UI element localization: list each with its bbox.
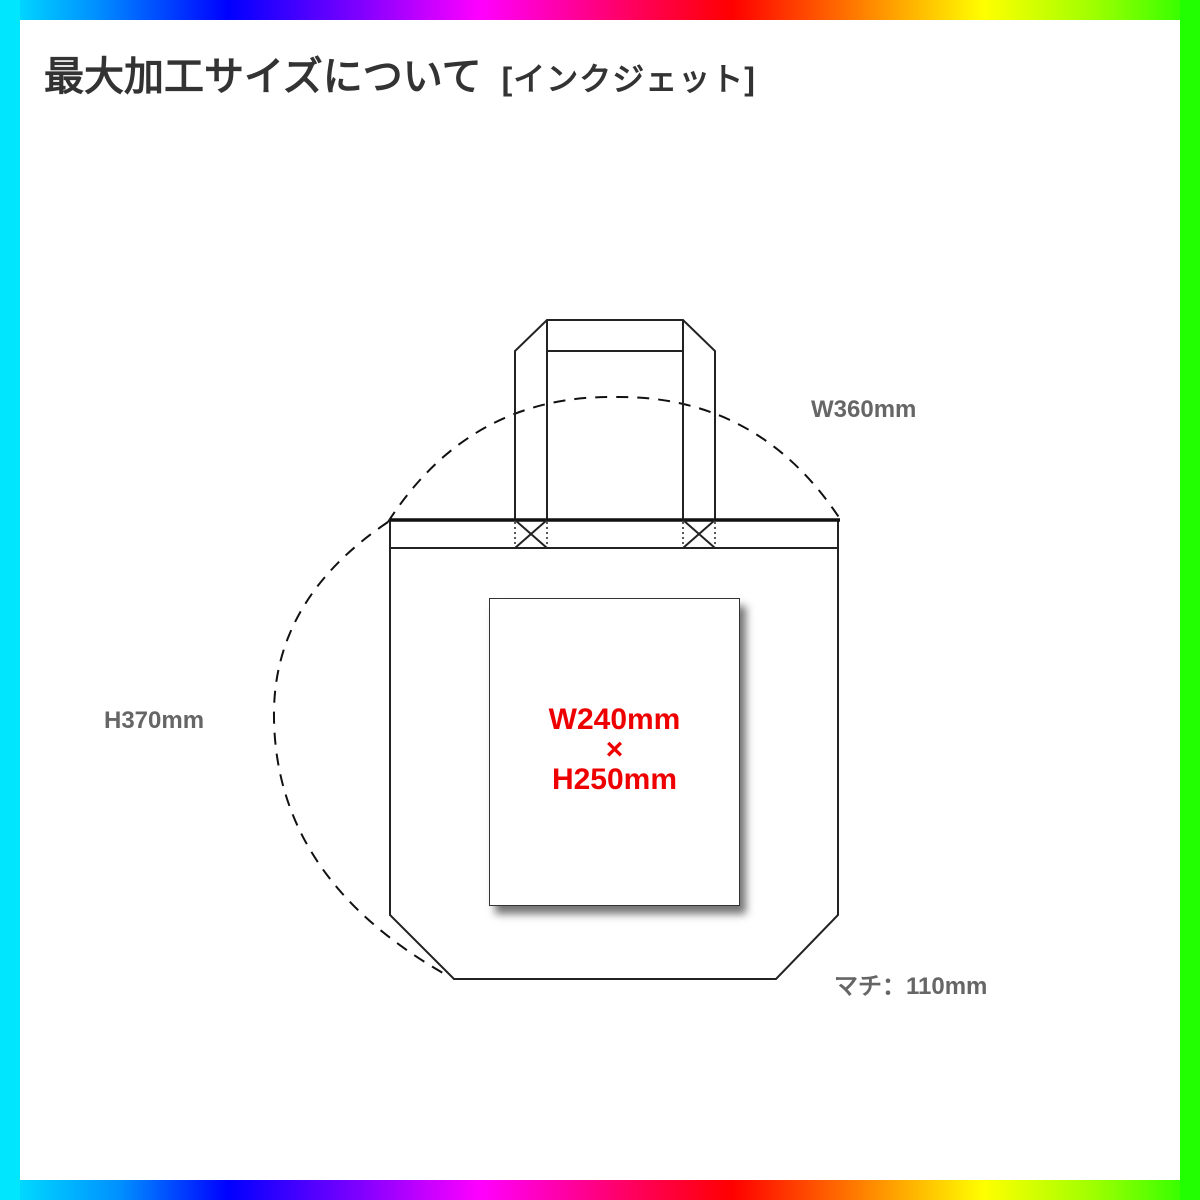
rainbow-border-bottom xyxy=(0,1180,1200,1200)
print-separator: × xyxy=(605,733,624,766)
rainbow-border-right xyxy=(1180,0,1200,1200)
rainbow-border-left xyxy=(0,0,20,1200)
gusset-label: マチ：110mm xyxy=(834,973,988,1000)
page-title: 最大加工サイズについて [インクジェット] xyxy=(44,44,756,102)
print-height: H250mm xyxy=(551,763,678,796)
bag-width-label: W360mm xyxy=(811,396,917,423)
stitch-dotted-lines xyxy=(514,522,716,548)
height-arc xyxy=(272,521,451,978)
rainbow-border-top xyxy=(0,0,1200,20)
stitch-crosses xyxy=(514,519,716,549)
width-arc xyxy=(387,395,843,523)
bag-height-label: H370mm xyxy=(104,707,205,734)
print-area-box: W240mm × H250mm xyxy=(489,598,740,906)
title-main: 最大加工サイズについて xyxy=(44,55,482,99)
handle-outer xyxy=(514,319,716,520)
dimension-arcs xyxy=(272,395,843,978)
title-method: [インクジェット] xyxy=(501,61,756,97)
print-area-size: W240mm × H250mm xyxy=(490,705,739,795)
bag-handles xyxy=(514,319,716,520)
print-width: W240mm xyxy=(548,703,681,736)
